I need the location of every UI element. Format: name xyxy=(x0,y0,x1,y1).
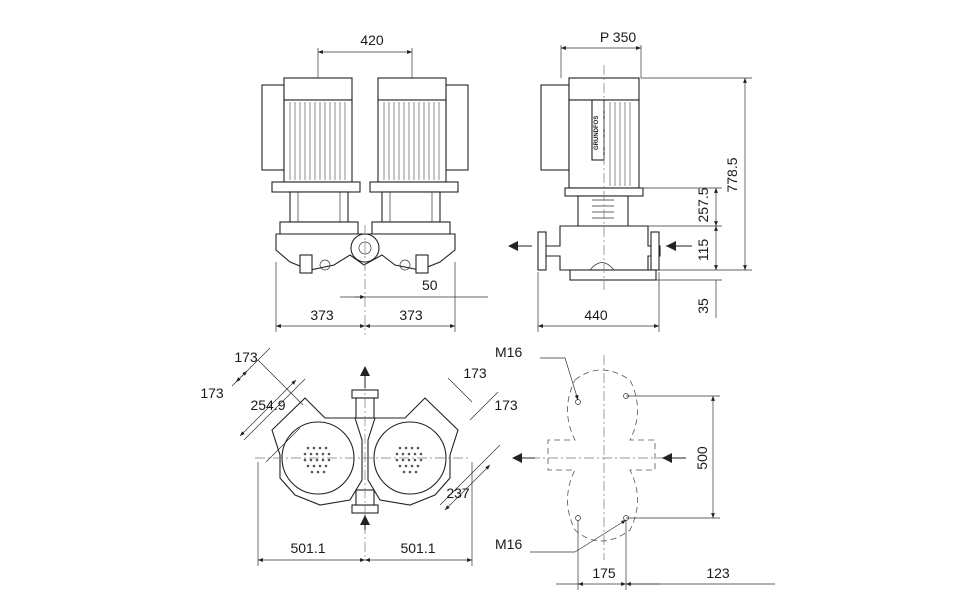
top-dim-173-a: 173 xyxy=(234,349,258,365)
side-dim-top: P 350 xyxy=(600,29,637,45)
foundation-dim-175: 175 xyxy=(592,565,616,581)
front-view: 420 50 373 373 xyxy=(261,32,488,335)
front-dim-top: 420 xyxy=(360,32,384,48)
side-dim-base: 35 xyxy=(695,298,711,314)
top-dim-right: 501.1 xyxy=(400,540,435,556)
right-pump-head xyxy=(367,397,459,506)
foundation-dim-vertical: 500 xyxy=(694,446,710,470)
left-pump-head xyxy=(271,397,363,506)
side-dim-width: 440 xyxy=(584,307,608,323)
front-dim-right: 373 xyxy=(399,307,423,323)
pump-housing xyxy=(275,233,456,274)
top-view: 173 173 254.9 173 173 237 501.1 501.1 xyxy=(200,347,518,566)
top-dim-173-b: 173 xyxy=(200,385,224,401)
bolt-label-top: M16 xyxy=(495,344,522,360)
top-dim-254: 254.9 xyxy=(250,397,285,413)
brand-logo: GRUNDFOS xyxy=(594,116,600,150)
foundation-view: M16 M16 500 175 123 xyxy=(495,344,775,590)
bolt-label-bottom: M16 xyxy=(495,536,522,552)
top-dim-237: 237 xyxy=(446,485,470,501)
left-motor xyxy=(261,77,361,235)
side-view: GRUNDFOS P 350 440 xyxy=(508,29,752,332)
side-dim-motor: 257.5 xyxy=(695,187,711,222)
front-dim-left: 373 xyxy=(310,307,334,323)
side-dim-total-height: 778.5 xyxy=(724,157,740,192)
foundation-dim-123: 123 xyxy=(706,565,730,581)
top-dim-173-d: 173 xyxy=(494,397,518,413)
top-dim-173-c: 173 xyxy=(463,365,487,381)
top-dim-left: 501.1 xyxy=(290,540,325,556)
right-motor xyxy=(369,77,469,235)
side-dim-flange: 115 xyxy=(695,239,711,262)
front-dim-outlet: 50 xyxy=(422,277,438,293)
